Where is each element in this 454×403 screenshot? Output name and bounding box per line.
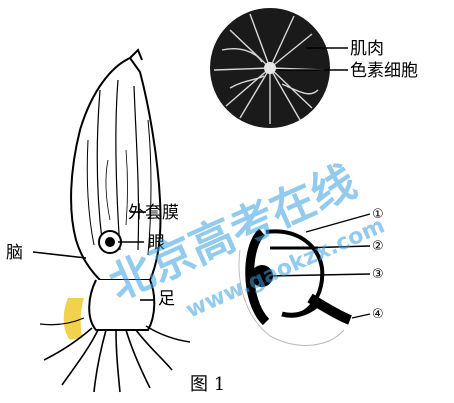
pigment-cell-disk [210, 8, 330, 128]
marker-4: ④ [372, 307, 384, 322]
squid-illustration [39, 48, 191, 393]
marker-3: ③ [372, 267, 384, 282]
label-mantle: 外套膜 [128, 203, 179, 223]
label-foot: 足 [158, 289, 175, 309]
marker-1: ① [372, 207, 384, 222]
eye-leader-lines [267, 213, 371, 319]
label-pigment-cell: 色素细胞 [350, 61, 418, 81]
lens [251, 265, 273, 287]
label-eye: 眼 [148, 233, 165, 253]
figure-caption: 图 1 [190, 374, 225, 395]
squid-leader-lines [32, 211, 154, 301]
squid-eye-pupil [105, 237, 115, 247]
label-brain: 脑 [6, 243, 23, 263]
yellow-patch [63, 298, 84, 340]
disk-leader-lines [278, 47, 348, 71]
eye-structure-diagram [238, 228, 352, 346]
label-muscle: 肌肉 [350, 39, 384, 59]
marker-2: ② [372, 239, 384, 254]
